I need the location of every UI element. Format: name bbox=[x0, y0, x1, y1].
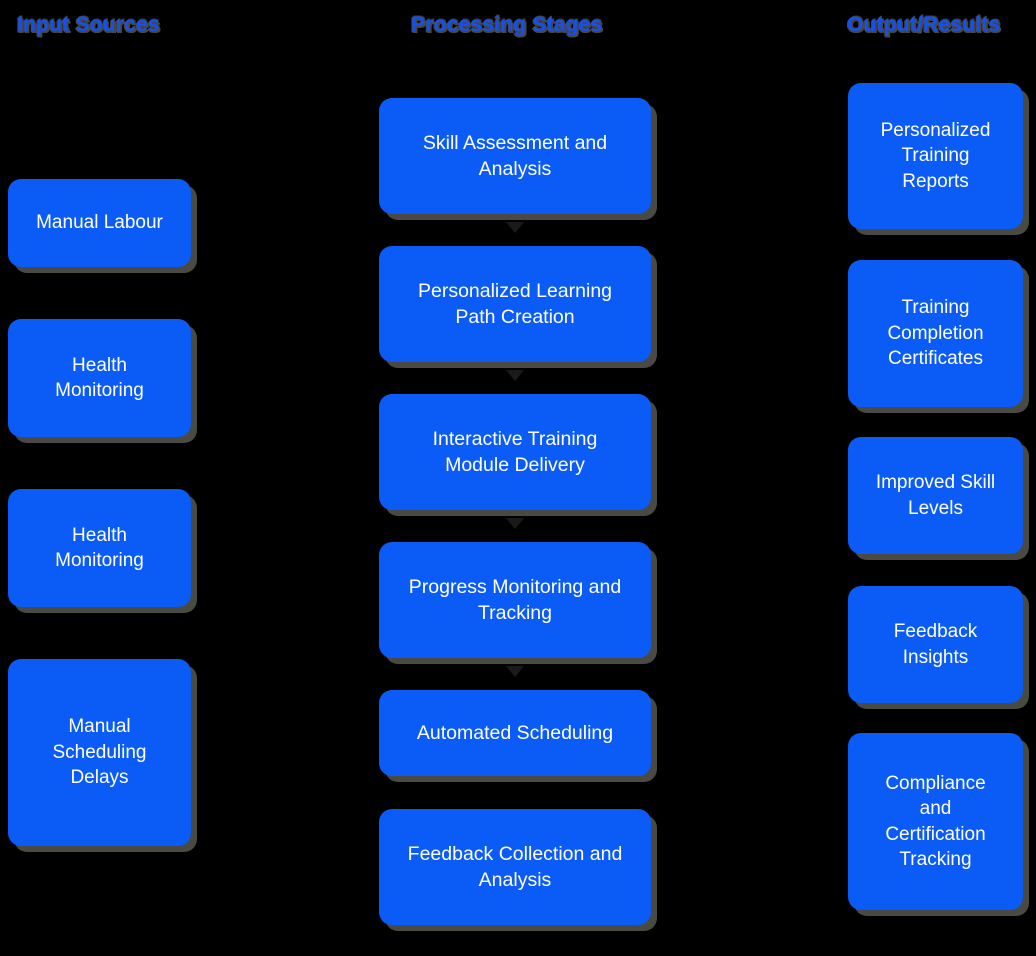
arrow-connector-1 bbox=[506, 222, 524, 233]
node-progress-monitoring-and-tracking[interactable]: Progress Monitoring and Tracking bbox=[379, 542, 651, 658]
node-health-monitoring-2[interactable]: Health Monitoring bbox=[8, 489, 191, 607]
node-training-completion-certificates[interactable]: Training Completion Certificates bbox=[848, 260, 1023, 407]
node-improved-skill-levels[interactable]: Improved Skill Levels bbox=[848, 437, 1023, 554]
node-compliance-and-certification-tracking[interactable]: Compliance and Certification Tracking bbox=[848, 733, 1023, 910]
node-health-monitoring-1[interactable]: Health Monitoring bbox=[8, 319, 191, 437]
node-feedback-insights[interactable]: Feedback Insights bbox=[848, 586, 1023, 703]
node-feedback-collection-and-analysis[interactable]: Feedback Collection and Analysis bbox=[379, 809, 651, 925]
node-manual-scheduling-delays[interactable]: Manual Scheduling Delays bbox=[8, 659, 191, 846]
node-skill-assessment-and-analysis[interactable]: Skill Assessment and Analysis bbox=[379, 98, 651, 214]
node-personalized-training-reports[interactable]: Personalized Training Reports bbox=[848, 83, 1023, 229]
column-title-processing-stages: Processing Stages bbox=[411, 13, 603, 36]
node-automated-scheduling[interactable]: Automated Scheduling bbox=[379, 690, 651, 776]
column-title-output-results: Output/Results bbox=[847, 13, 1001, 36]
arrow-connector-2 bbox=[506, 370, 524, 381]
column-title-input-sources: Input Sources bbox=[17, 13, 160, 36]
arrow-connector-4 bbox=[506, 666, 524, 677]
arrow-connector-3 bbox=[506, 518, 524, 529]
node-personalized-learning-path-creation[interactable]: Personalized Learning Path Creation bbox=[379, 246, 651, 362]
node-manual-labour[interactable]: Manual Labour bbox=[8, 179, 191, 267]
node-interactive-training-module-delivery[interactable]: Interactive Training Module Delivery bbox=[379, 394, 651, 510]
